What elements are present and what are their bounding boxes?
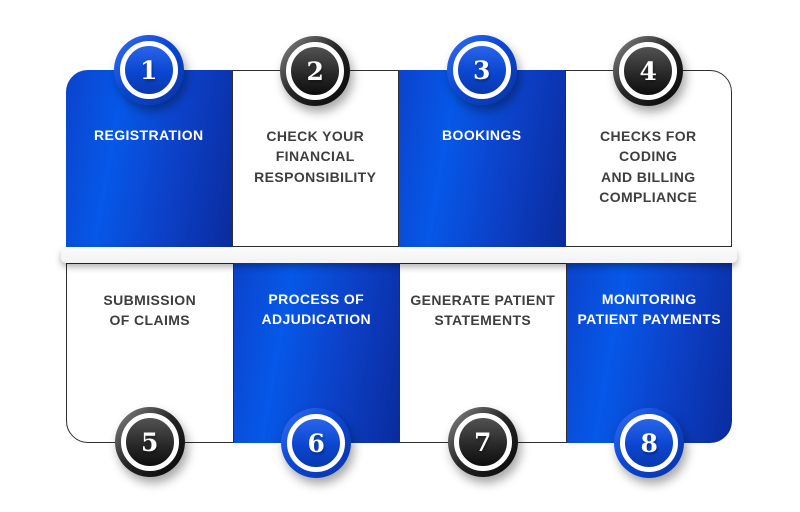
steps-grid: 1 REGISTRATION 2 CHECK YOUR FINANCIAL RE… bbox=[61, 35, 737, 478]
step-label: BOOKINGS bbox=[442, 127, 522, 143]
step-card-6: 6 PROCESS OF ADJUDICATION bbox=[233, 263, 399, 478]
step-5-badge-ring: 5 bbox=[120, 413, 179, 471]
step-number: 7 bbox=[474, 427, 492, 457]
step-number: 2 bbox=[306, 56, 324, 86]
step-6-number-badge: 6 bbox=[281, 408, 352, 478]
step-card-3: 3 BOOKINGS bbox=[399, 35, 565, 247]
step-number: 4 bbox=[639, 56, 657, 86]
step-label: CHECK YOUR FINANCIAL RESPONSIBILITY bbox=[254, 128, 377, 185]
top-row: 1 REGISTRATION 2 CHECK YOUR FINANCIAL RE… bbox=[66, 35, 732, 247]
step-8-badge-ring: 8 bbox=[620, 414, 679, 472]
step-card-2: 2 CHECK YOUR FINANCIAL RESPONSIBILITY bbox=[231, 36, 399, 247]
step-label: SUBMISSION OF CLAIMS bbox=[103, 292, 197, 329]
step-label: GENERATE PATIENT STATEMENTS bbox=[410, 292, 556, 329]
step-number: 6 bbox=[307, 428, 325, 458]
step-label: PROCESS OF ADJUDICATION bbox=[261, 291, 372, 328]
step-label: MONITORING PATIENT PAYMENTS bbox=[577, 291, 722, 328]
step-7-number-badge: 7 bbox=[447, 407, 518, 477]
step-3-number-badge: 3 bbox=[446, 35, 517, 105]
horizontal-divider-band bbox=[61, 247, 737, 263]
step-4-number-badge: 4 bbox=[613, 36, 684, 106]
step-7-badge-ring: 7 bbox=[453, 413, 512, 471]
step-4-badge-ring: 4 bbox=[619, 42, 678, 100]
step-6-badge-ring: 6 bbox=[287, 414, 346, 472]
step-card-4: 4 CHECKS FOR CODING AND BILLING COMPLIAN… bbox=[564, 36, 732, 247]
step-number: 1 bbox=[140, 55, 158, 85]
step-1-number-badge: 1 bbox=[113, 35, 184, 105]
step-2-badge-ring: 2 bbox=[286, 42, 345, 100]
step-label: CHECKS FOR CODING AND BILLING COMPLIANCE bbox=[599, 128, 698, 205]
step-number: 3 bbox=[473, 55, 491, 85]
step-5-number-badge: 5 bbox=[114, 407, 185, 477]
step-label: REGISTRATION bbox=[93, 127, 204, 143]
step-2-number-badge: 2 bbox=[280, 36, 351, 106]
step-number: 5 bbox=[141, 427, 159, 457]
step-card-1: 1 REGISTRATION bbox=[66, 35, 232, 247]
step-card-7: 7 GENERATE PATIENT STATEMENTS bbox=[399, 263, 567, 477]
step-card-8: 8 MONITORING PATIENT PAYMENTS bbox=[566, 263, 732, 478]
step-number: 8 bbox=[640, 428, 658, 458]
step-1-badge-ring: 1 bbox=[119, 41, 178, 99]
bottom-row: 5 SUBMISSION OF CLAIMS 6 PROCESS OF ADJU… bbox=[66, 263, 732, 478]
step-8-number-badge: 8 bbox=[614, 408, 685, 478]
step-card-5: 5 SUBMISSION OF CLAIMS bbox=[66, 263, 234, 477]
step-3-badge-ring: 3 bbox=[452, 41, 511, 99]
